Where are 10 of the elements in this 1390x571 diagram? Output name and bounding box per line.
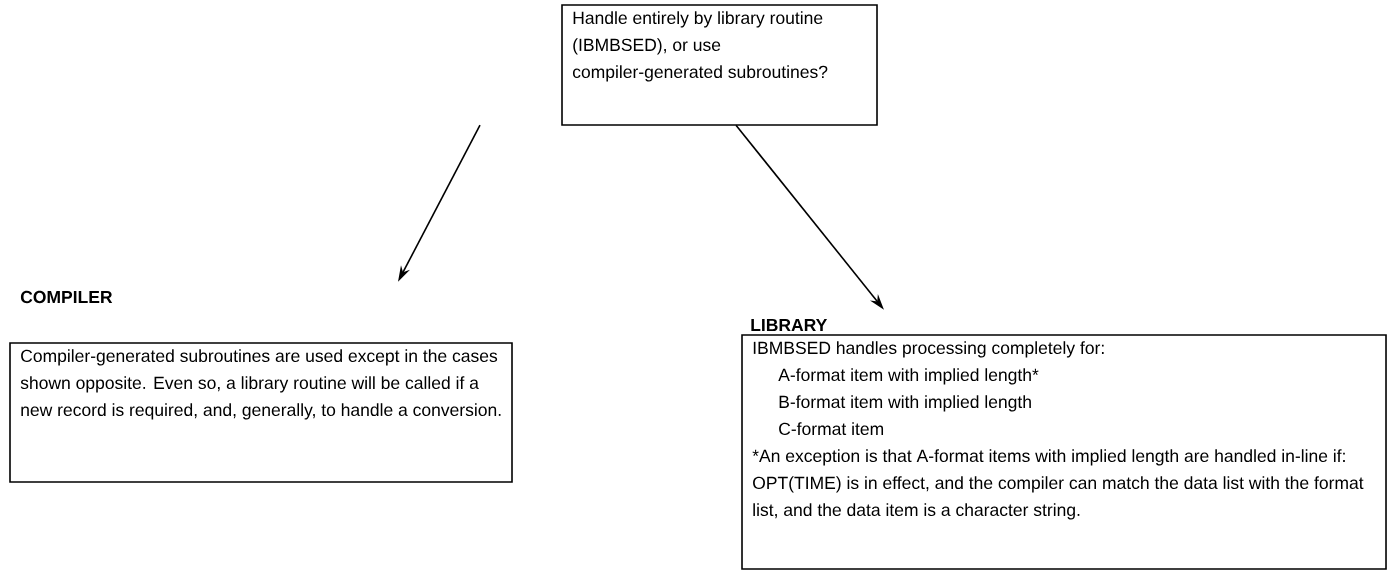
node-label: C-format item [779, 422, 884, 436]
text-box: IBMBSED handles processing completely for: A-format item with implied length* B-format item with implied length C-format item *An exception is that A-format items with implied length are handled in-line if: OPT(TIME) is in effect, and the compiler can match the data list with the format list, and the data item is a character string. [741, 334, 1387, 570]
text-box: Compiler-generated subroutines are used except in the cases shown opposite. Even so, a library routine will be called if a new record is required, and, generally, to handle a conversion. [9, 342, 513, 483]
node-label: IBMBSED handles processing completely for: [753, 341, 1104, 358]
text-box: Handle entirely by library routine (IBMBSED), or use compiler-generated subroutines? [561, 4, 878, 126]
heading: LIBRARY [751, 319, 828, 331]
node-label: A-format item with implied length* [778, 368, 1039, 385]
node-label: B-format item with implied length [779, 395, 1031, 412]
heading: COMPILER [20, 290, 113, 304]
node-label: *An exception is that A-format items with implied length are handled in-line if: OPT(TIME) is in effect, and the compiler can match the data list with the format list, and the data item is a character string. [752, 449, 1364, 520]
